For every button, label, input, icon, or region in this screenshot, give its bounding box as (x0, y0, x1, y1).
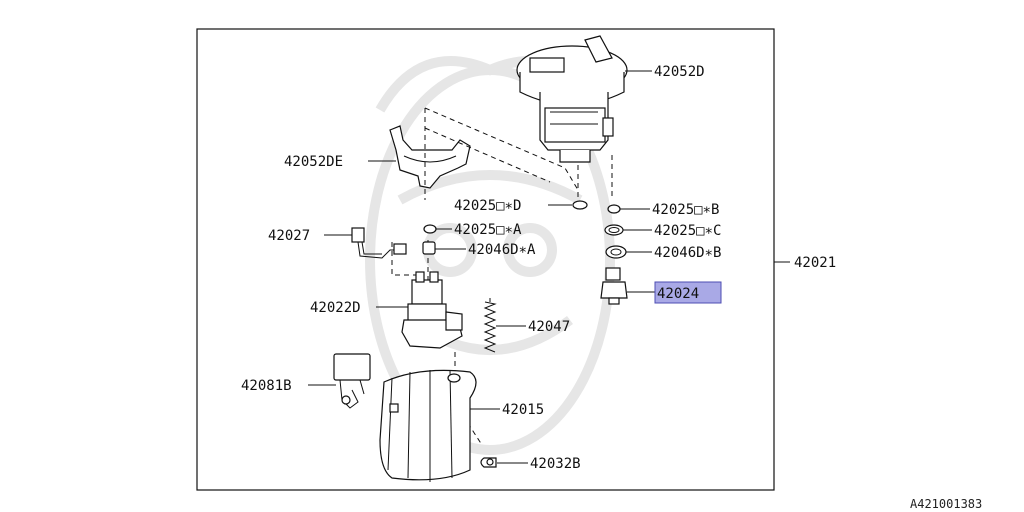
clip-42032B-part[interactable] (480, 457, 497, 468)
callout-42027[interactable]: 42027 (268, 228, 310, 244)
callout-42022D[interactable]: 42022D (310, 300, 361, 316)
oring-42025A-part[interactable] (423, 224, 437, 234)
callout-42081B[interactable]: 42081B (241, 378, 292, 394)
spring-part[interactable] (483, 298, 497, 353)
callout-42015[interactable]: 42015 (502, 402, 544, 418)
callout-42046DA[interactable]: 42046D∗A (468, 242, 536, 258)
retainer-bracket-part[interactable] (389, 125, 471, 189)
callout-42025B[interactable]: 42025□∗B (652, 202, 719, 218)
callout-42047[interactable]: 42047 (528, 319, 570, 335)
diagram-reference-code: A421001383 (910, 497, 982, 511)
wire-harness-part[interactable] (351, 227, 407, 259)
callout-42021[interactable]: 42021 (794, 255, 836, 271)
fuel-filter-part[interactable] (379, 369, 477, 482)
callout-42032B[interactable]: 42032B (530, 456, 581, 472)
fuel-pump-part[interactable] (401, 271, 463, 349)
oring-42025B-part[interactable] (607, 204, 621, 214)
callout-42025A[interactable]: 42025□∗A (454, 222, 522, 238)
fuel-level-sender-part[interactable] (333, 353, 371, 409)
highlight-box-42024 (654, 281, 722, 304)
callout-42025D[interactable]: 42025□∗D (454, 198, 521, 214)
diagram-frame (196, 28, 775, 491)
grommet-42046DB-part[interactable] (605, 245, 627, 259)
pressure-regulator-part[interactable] (600, 267, 628, 305)
oring-42025C-part[interactable] (604, 224, 624, 236)
callout-42025C[interactable]: 42025□∗C (654, 223, 721, 239)
pump-flange-part[interactable] (516, 35, 628, 163)
grommet-42046DA-part[interactable] (422, 241, 436, 255)
oring-42025D-part[interactable] (572, 200, 588, 210)
callout-42046DB[interactable]: 42046D∗B (654, 245, 721, 261)
callout-42052D[interactable]: 42052D (654, 64, 705, 80)
callout-42052DE[interactable]: 42052DE (284, 154, 343, 170)
callout-42024[interactable]: 42024 (657, 286, 699, 302)
